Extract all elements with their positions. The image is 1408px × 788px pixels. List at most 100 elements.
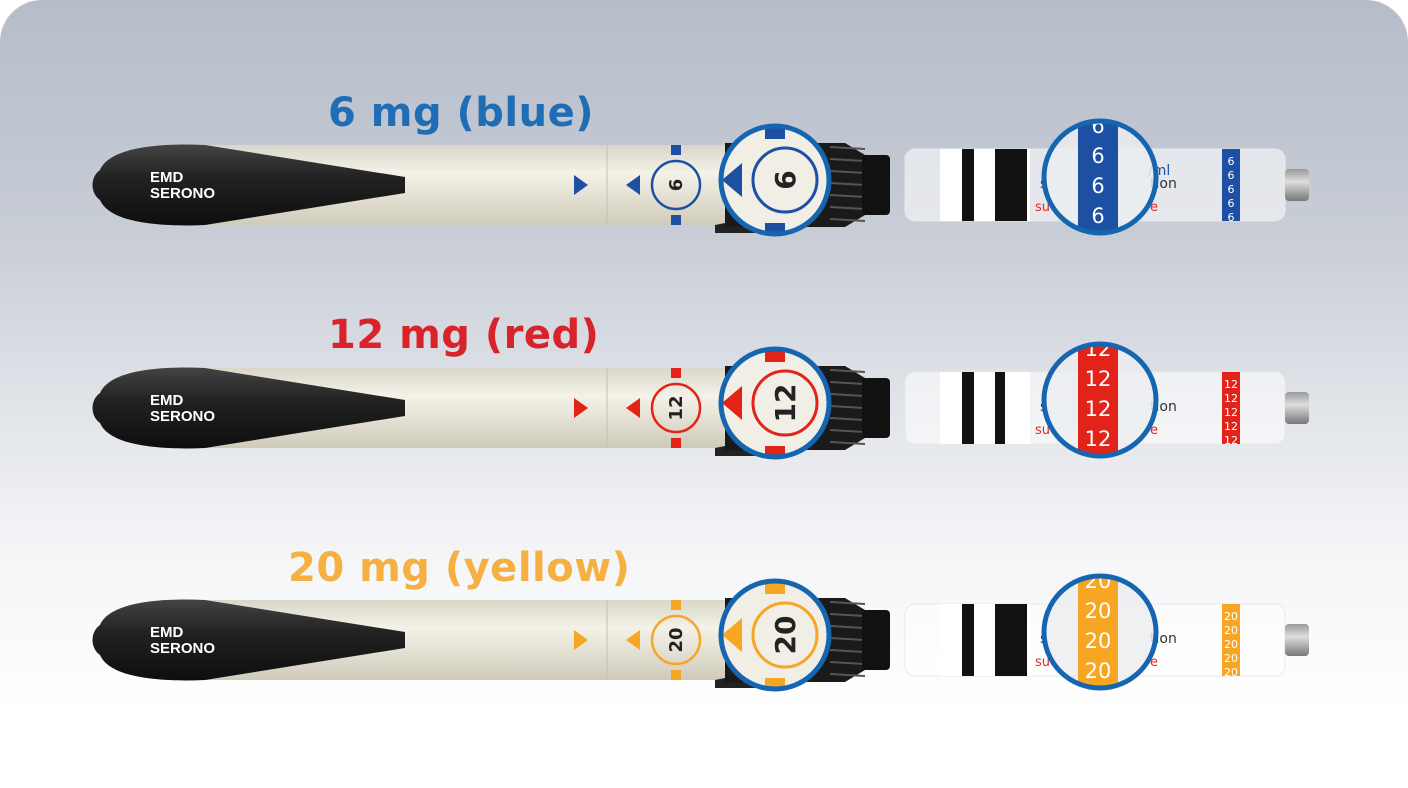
magnifier-ring [1041, 341, 1159, 459]
arrow-left-magnified-icon [722, 163, 742, 197]
cartridge-dose-band [1222, 372, 1240, 444]
cartridge-dose-number: 12 [1224, 378, 1238, 391]
cartridge-label-band [940, 372, 1030, 444]
magnified-dose-number: 6 [1091, 204, 1104, 228]
magnified-dose-number: 20 [1085, 599, 1112, 623]
cartridge-dose-band [1222, 604, 1240, 676]
pen-connector [862, 378, 890, 438]
dose-marker [671, 438, 681, 448]
dose-window [650, 159, 702, 211]
cartridge-dose-number: 20 [1224, 624, 1238, 637]
dial-ridge [829, 393, 866, 397]
dial-ridge [829, 601, 866, 605]
brand-logo: SERONO [150, 185, 215, 202]
dial-ridge [829, 649, 866, 653]
cartridge-dose-number: 12 [1224, 420, 1238, 433]
dose-label-12mg: 12 mg (red) [328, 312, 600, 358]
magnified-dose-band [1078, 576, 1118, 688]
magnifier-ring [1041, 573, 1159, 691]
dose-label-6mg: 6 mg (blue) [328, 90, 595, 136]
pen-cap [92, 144, 405, 226]
cartridge-text: e [1150, 200, 1158, 215]
cartridge-dose-number: 20 [1224, 638, 1238, 651]
pen-connector [862, 155, 890, 215]
magnified-dose-number: 6 [1091, 114, 1104, 138]
dose-window-magnified [751, 146, 819, 214]
magnifier-ring [718, 578, 832, 692]
dose-window-number: 20 [666, 627, 687, 652]
dial-ridge [829, 218, 866, 222]
dose-window-magnified [751, 369, 819, 437]
dial-ridge [829, 613, 866, 617]
dial-ridge [829, 369, 866, 373]
magnified-dose-number: 6 [1091, 174, 1104, 198]
dial-ridge [829, 625, 866, 629]
magnifier-ring [718, 346, 832, 460]
dose-marker [671, 145, 681, 155]
magnified-dose-number: 12 [1085, 457, 1112, 481]
dose-marker [671, 368, 681, 378]
arrow-right-icon [574, 398, 588, 418]
magnified-dose-band [1078, 344, 1118, 456]
cartridge-dose-number: 6 [1228, 197, 1235, 210]
cartridge-dose-number: 20 [1224, 666, 1238, 679]
arrow-left-magnified-icon [722, 386, 742, 420]
magnified-dose-number: 12 [1085, 337, 1112, 361]
cartridge-dose-number: 6 [1228, 211, 1235, 224]
cartridge-dose-number: 6 [1228, 155, 1235, 168]
dose-window-magnified-number: 12 [769, 384, 802, 423]
arrow-left-icon [626, 630, 640, 650]
dial-ridge [829, 381, 866, 385]
magnified-dose-number: 12 [1085, 397, 1112, 421]
dial-ridge [829, 170, 866, 174]
brand-logo: EMD [150, 624, 184, 641]
cartridge-dose-number: 12 [1224, 406, 1238, 419]
dial-ridge [829, 441, 866, 445]
arrow-left-magnified-icon [722, 618, 742, 652]
dose-marker [671, 670, 681, 680]
dose-marker [671, 600, 681, 610]
dial-ridge [829, 182, 866, 186]
brand-logo: SERONO [150, 640, 215, 657]
cartridge-text: su [1035, 423, 1050, 438]
magnified-dose-number: 20 [1085, 569, 1112, 593]
cartridge-stripe [962, 372, 974, 444]
dial-ridge [829, 429, 866, 433]
dose-marker-magnified [765, 350, 785, 362]
dose-window [650, 382, 702, 434]
dial-ridge [829, 206, 866, 210]
cartridge-dose-number: 6 [1228, 169, 1235, 182]
dial-ridge [829, 417, 866, 421]
arrow-left-icon [626, 398, 640, 418]
cartridge-stripe [995, 604, 1027, 676]
magnified-dose-number: 20 [1085, 629, 1112, 653]
cartridge-dose-number: 12 [1224, 434, 1238, 447]
cartridge-text: su [1035, 200, 1050, 215]
arrow-right-icon [574, 175, 588, 195]
cartridge-cap [1285, 624, 1309, 656]
cartridge-dose-number: 20 [1224, 652, 1238, 665]
dose-marker-magnified [765, 127, 785, 139]
cartridge-dose-band [1222, 149, 1240, 221]
magnified-dose-number: 20 [1085, 689, 1112, 713]
dose-window-magnified [751, 601, 819, 669]
magnified-dose-number: 6 [1091, 234, 1104, 258]
magnifier-ring [1041, 118, 1159, 236]
pen-cap [92, 599, 405, 681]
dial-ridge [829, 637, 866, 641]
cartridge-cap [1285, 392, 1309, 424]
cartridge-dose-number: 6 [1228, 183, 1235, 196]
arrow-right-icon [574, 630, 588, 650]
dose-window [650, 614, 702, 666]
dial-ridge [829, 405, 866, 409]
dose-label-20mg: 20 mg (yellow) [288, 545, 631, 591]
cartridge-stripe [962, 149, 974, 221]
cartridge-stripe [995, 149, 1027, 221]
cartridge-dose-number: 12 [1224, 392, 1238, 405]
brand-logo: SERONO [150, 408, 215, 425]
dose-window-magnified-number: 20 [769, 616, 802, 655]
